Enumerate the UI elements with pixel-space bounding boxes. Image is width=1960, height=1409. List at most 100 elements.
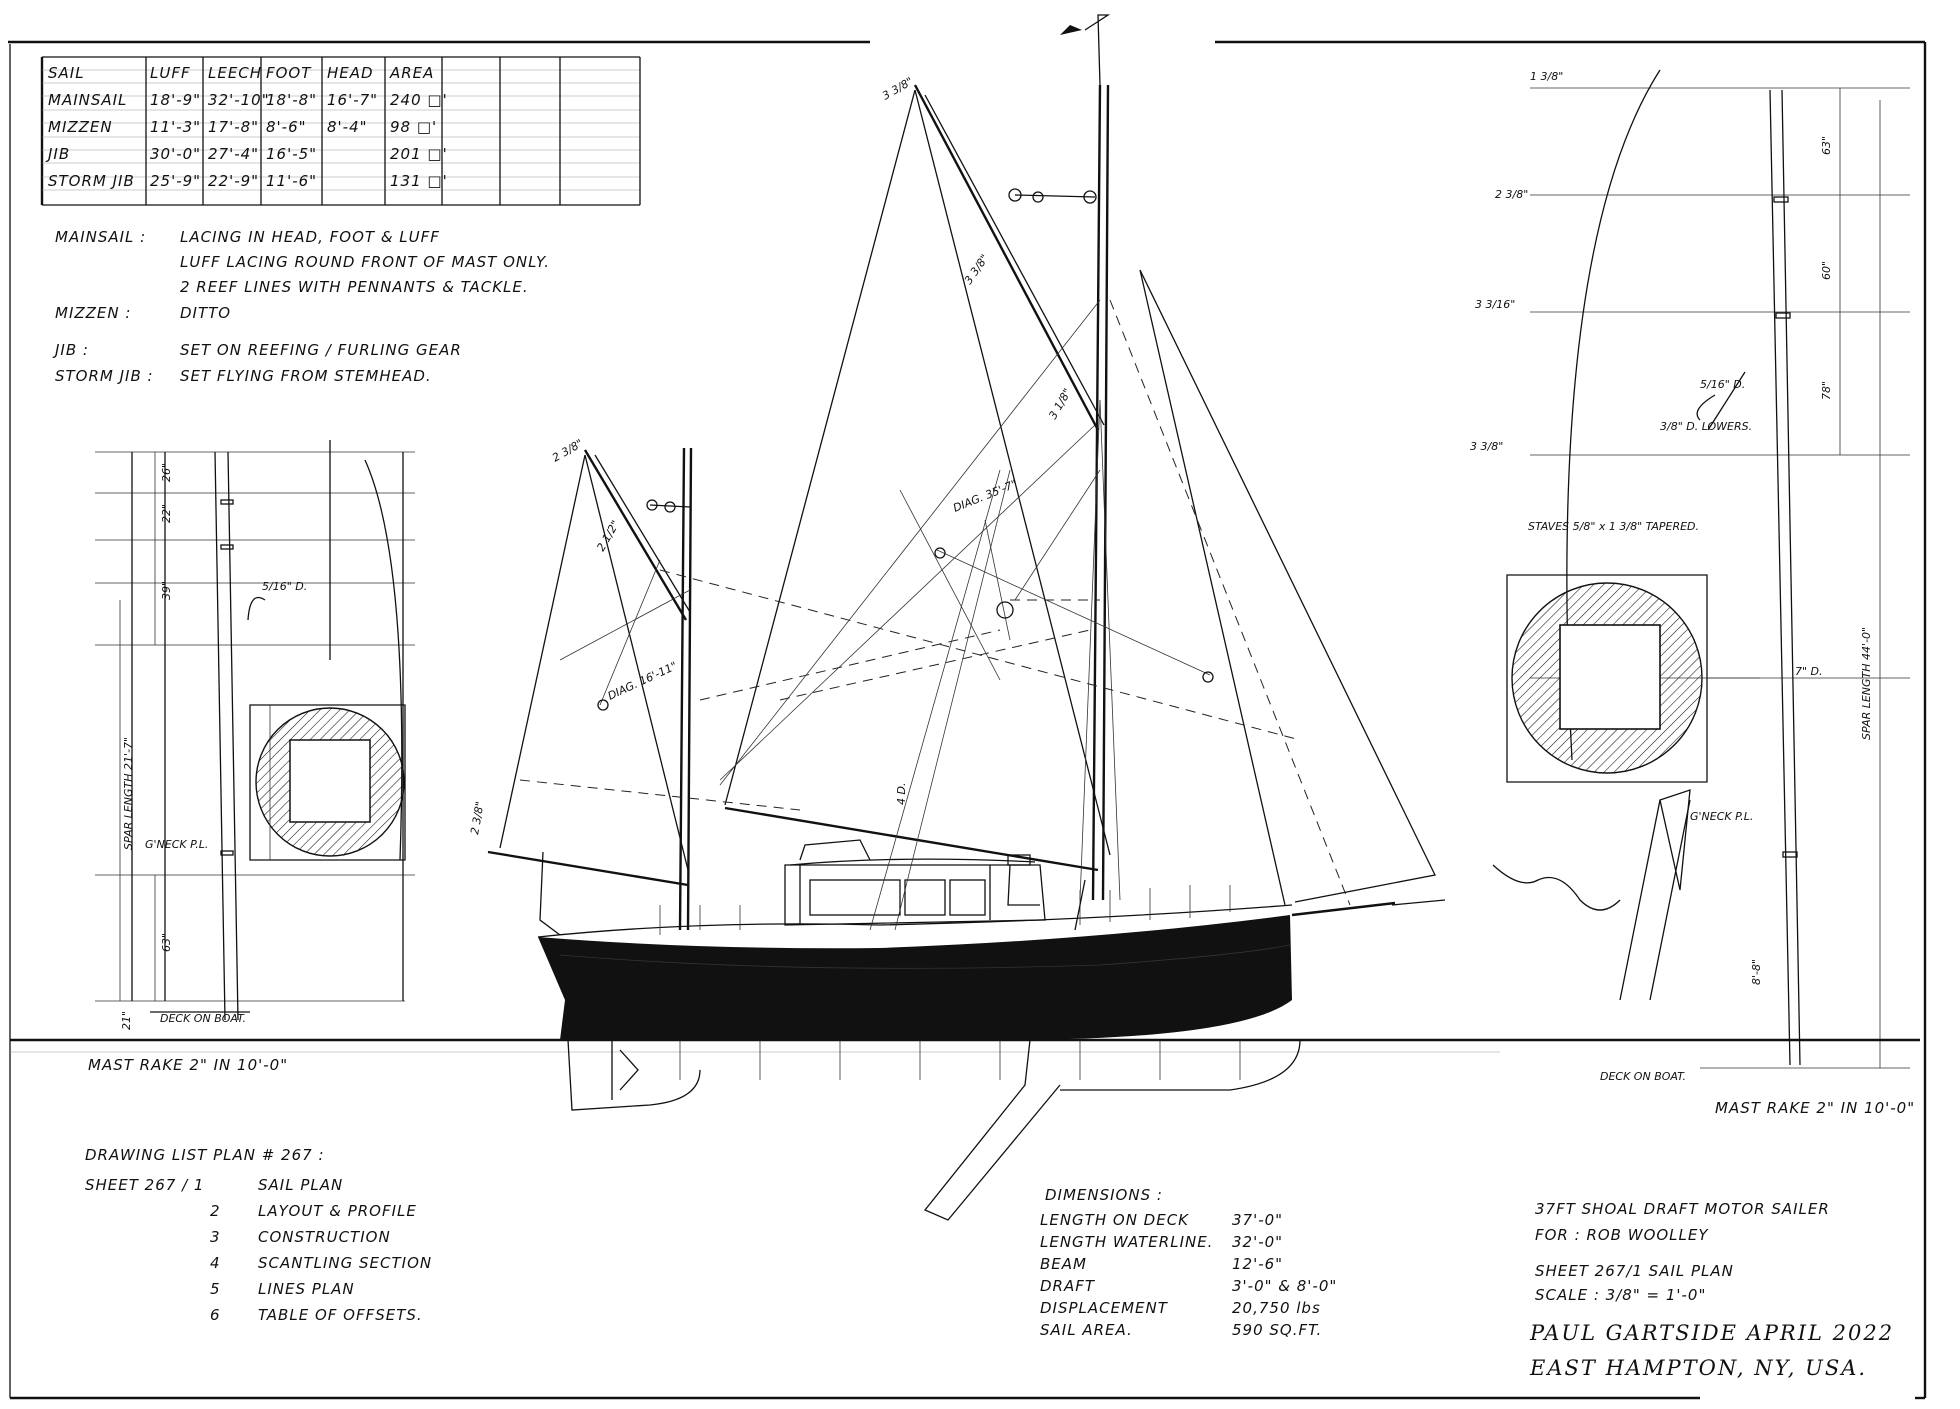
mizzen-boom-dim: 2 3/8" bbox=[468, 801, 487, 836]
drawing-list-number: 5 bbox=[210, 1280, 221, 1298]
dimension-value: 32'-0" bbox=[1232, 1233, 1283, 1251]
drawing-list-item: SAIL PLAN bbox=[258, 1176, 343, 1194]
mizzen-dim: 22" bbox=[160, 504, 173, 523]
dimension-label: SAIL AREA. bbox=[1040, 1321, 1133, 1339]
table-cell: 201 □' bbox=[390, 145, 448, 163]
table-cell: STORM JIB bbox=[48, 172, 135, 190]
main-gooseneck: G'NECK P.L. bbox=[1690, 810, 1753, 823]
sheet-border bbox=[8, 40, 1927, 1400]
note-label: STORM JIB : bbox=[55, 367, 154, 385]
drawing-list-number: 3 bbox=[210, 1228, 221, 1246]
dimension-value: 37'-0" bbox=[1232, 1211, 1283, 1229]
table-cell: 240 □' bbox=[390, 91, 448, 109]
main-deck-note: DECK ON BOAT. bbox=[1600, 1070, 1686, 1083]
drawing-list-item: CONSTRUCTION bbox=[258, 1228, 391, 1246]
mizzen-dim: 63" bbox=[160, 933, 173, 952]
table-cell: 30'-0" bbox=[150, 145, 201, 163]
table-header-5: AREA bbox=[389, 64, 434, 82]
title-boat: 37FT SHOAL DRAFT MOTOR SAILER bbox=[1535, 1200, 1830, 1218]
table-header-3: FOOT bbox=[266, 64, 312, 82]
table-cell: 16'-7" bbox=[327, 91, 378, 109]
mizzen-gooseneck: G'NECK P.L. bbox=[145, 838, 208, 851]
main-diameter-note: 7" D. bbox=[1795, 665, 1823, 678]
dimension-value: 20,750 lbs bbox=[1232, 1299, 1321, 1317]
sail-notes: MAINSAIL :LACING IN HEAD, FOOT & LUFFLUF… bbox=[52, 228, 549, 385]
drawing-list-number: 4 bbox=[210, 1254, 221, 1272]
mizzen-wire-note: 5/16" D. bbox=[262, 580, 307, 593]
mizzen-dim: 26" bbox=[160, 463, 173, 482]
note-line: 2 REEF LINES WITH PENNANTS & TACKLE. bbox=[180, 278, 529, 296]
diag-mizzen-label: DIAG. 16'-11" bbox=[606, 659, 679, 702]
title-scale: SCALE : 3/8" = 1'-0" bbox=[1535, 1286, 1706, 1304]
table-cell: 8'-4" bbox=[327, 118, 368, 136]
drawing-list-title: DRAWING LIST PLAN # 267 : bbox=[85, 1146, 325, 1164]
dimension-label: DRAFT bbox=[1040, 1277, 1096, 1295]
dimension-value: 590 SQ.FT. bbox=[1232, 1321, 1322, 1339]
main-diameter: 1 3/8" bbox=[1530, 70, 1563, 83]
mizzen-gaff-dim: 2 3/8" bbox=[550, 437, 585, 465]
main-dim: 63" bbox=[1820, 136, 1833, 155]
dimensions-title: DIMENSIONS : bbox=[1045, 1186, 1163, 1204]
table-cell: 8'-6" bbox=[266, 118, 307, 136]
title-client: FOR : ROB WOOLLEY bbox=[1535, 1226, 1709, 1244]
drawing-list-number: 6 bbox=[210, 1306, 221, 1324]
dimension-label: BEAM bbox=[1040, 1255, 1087, 1273]
mizzen-mast-rake: MAST RAKE 2" IN 10'-0" bbox=[88, 1056, 288, 1074]
title-sheet: SHEET 267/1 SAIL PLAN bbox=[1535, 1262, 1734, 1280]
note-label: MAINSAIL : bbox=[55, 228, 146, 246]
main-diameter: 2 3/8" bbox=[1495, 188, 1528, 201]
main-diameter: 3 3/8" bbox=[1470, 440, 1503, 453]
mizzen-dim: 39" bbox=[160, 581, 173, 600]
main-boom-dim: 4 D. bbox=[895, 783, 908, 805]
table-cell: 98 □' bbox=[390, 118, 437, 136]
note-label: JIB : bbox=[52, 341, 89, 359]
table-cell: MIZZEN bbox=[48, 118, 113, 136]
table-cell: 22'-9" bbox=[208, 172, 259, 190]
main-mast-rake: MAST RAKE 2" IN 10'-0" bbox=[1715, 1099, 1915, 1117]
main-deck-height: 8'-8" bbox=[1750, 959, 1763, 985]
note-line: LACING IN HEAD, FOOT & LUFF bbox=[180, 228, 440, 246]
table-header-0: SAIL bbox=[48, 64, 85, 82]
dimension-value: 3'-0" & 8'-0" bbox=[1232, 1277, 1337, 1295]
note-label: MIZZEN : bbox=[55, 304, 131, 322]
main-dim: 78" bbox=[1820, 381, 1833, 400]
dimension-label: DISPLACEMENT bbox=[1040, 1299, 1169, 1317]
drawing-list-item: SCANTLING SECTION bbox=[258, 1254, 432, 1272]
drawing-list-item: TABLE OF OFFSETS. bbox=[258, 1306, 423, 1324]
drawing-list-sheet: SHEET 267 / 1 bbox=[85, 1176, 204, 1194]
table-header-1: LUFF bbox=[150, 64, 191, 82]
note-line: SET FLYING FROM STEMHEAD. bbox=[180, 367, 432, 385]
mizzen-spar-detail bbox=[95, 440, 415, 1021]
mizzen-spar-length: SPAR LENGTH 21'-7" bbox=[122, 737, 135, 850]
main-staves-note: STAVES 5/8" x 1 3/8" TAPERED. bbox=[1528, 520, 1699, 533]
table-cell: 17'-8" bbox=[208, 118, 259, 136]
table-cell: 11'-3" bbox=[150, 118, 201, 136]
table-cell: 11'-6" bbox=[266, 172, 317, 190]
dimensions-block: DIMENSIONS : LENGTH ON DECK 37'-0" LENGTH W… bbox=[1040, 1186, 1337, 1339]
drawing-list-item: LINES PLAN bbox=[258, 1280, 355, 1298]
note-line: DITTO bbox=[180, 304, 231, 322]
table-header-4: HEAD bbox=[327, 64, 374, 82]
main-yard-dim: 3 3/8" bbox=[962, 252, 992, 287]
table-cell: 25'-9" bbox=[150, 172, 201, 190]
table-cell: 32'-10" bbox=[208, 91, 270, 109]
main-gaff-dim: 3 3/8" bbox=[880, 75, 915, 103]
mizzen-deck-note: DECK ON BOAT. bbox=[160, 1012, 246, 1025]
dimension-label: LENGTH WATERLINE. bbox=[1040, 1233, 1213, 1251]
dimension-label: LENGTH ON DECK bbox=[1040, 1211, 1189, 1229]
main-spar-length: SPAR LENGTH 44'-0" bbox=[1860, 627, 1873, 740]
main-mid-dim: 3 1/8" bbox=[1046, 386, 1074, 421]
table-cell: 16'-5" bbox=[266, 145, 317, 163]
mizzen-top-dim: 2 1/2" bbox=[594, 518, 622, 553]
main-dim: 60" bbox=[1820, 261, 1833, 280]
drawing-list-item: LAYOUT & PROFILE bbox=[258, 1202, 417, 1220]
boat-profile bbox=[10, 14, 1920, 1221]
table-cell: 18'-8" bbox=[266, 91, 317, 109]
dimension-value: 12'-6" bbox=[1232, 1255, 1283, 1273]
title-designer: PAUL GARTSIDE APRIL 2022 bbox=[1529, 1321, 1894, 1345]
note-line: SET ON REEFING / FURLING GEAR bbox=[180, 341, 462, 359]
main-lowers-note: 3/8" D. LOWERS. bbox=[1660, 420, 1752, 433]
table-header-2: LEECH bbox=[208, 64, 262, 82]
